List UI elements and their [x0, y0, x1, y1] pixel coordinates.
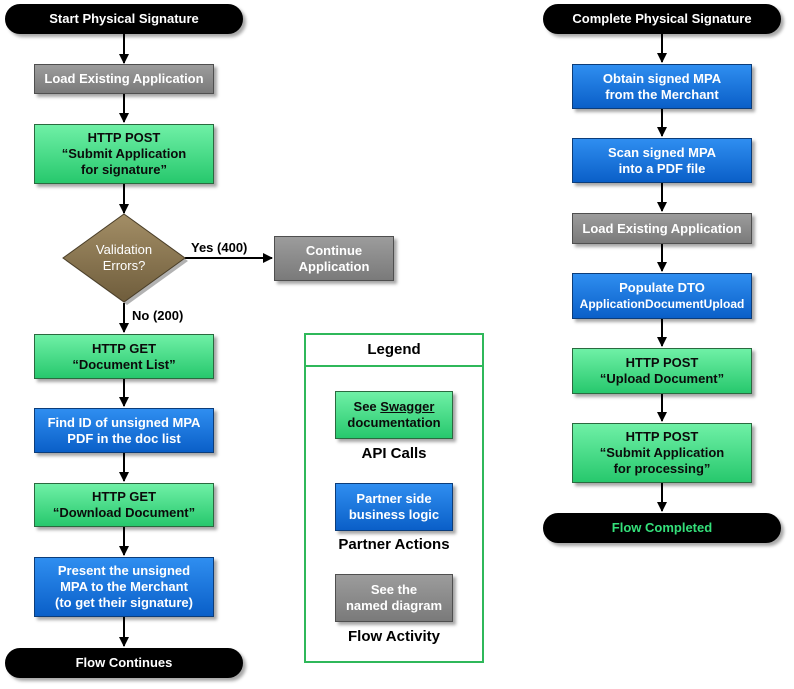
- legend-api-prefix: See: [353, 399, 381, 414]
- box-label-line: Present the unsigned: [57, 563, 191, 578]
- box-label-line: HTTP POST: [625, 355, 699, 370]
- legend-api-box[interactable]: See Swagger documentation: [335, 391, 453, 439]
- box-label-line: Application: [298, 258, 370, 274]
- box-label-line: MPA to the Merchant: [60, 579, 188, 594]
- box-label-line: (to get their signature): [55, 595, 193, 610]
- box-label-line: “Submit Application: [61, 146, 187, 161]
- box-label-line: “Upload Document”: [599, 371, 725, 386]
- http-post-upload-document-box[interactable]: HTTP POST “Upload Document”: [572, 348, 752, 394]
- http-get-download-document-box[interactable]: HTTP GET “Download Document”: [34, 483, 214, 527]
- legend-flow-caption: Flow Activity: [348, 628, 440, 645]
- box-label-line: Find ID of unsigned MPA: [47, 414, 201, 430]
- terminal-label: Flow Completed: [611, 520, 713, 535]
- box-label-line: “Document List”: [72, 356, 176, 372]
- http-get-document-list-box[interactable]: HTTP GET “Document List”: [34, 334, 214, 379]
- box-label-line: PDF in the doc list: [67, 430, 181, 446]
- box-label-line: named diagram: [345, 598, 443, 613]
- box-label-line: See the: [370, 582, 418, 597]
- legend-partner-caption: Partner Actions: [338, 536, 450, 553]
- populate-dto-box[interactable]: Populate DTO ApplicationDocumentUpload: [572, 273, 752, 319]
- swagger-link[interactable]: Swagger: [380, 399, 435, 414]
- terminal-label: Complete Physical Signature: [572, 11, 752, 26]
- box-label-line: Partner side: [356, 491, 432, 506]
- legend-api-line2: documentation: [347, 415, 441, 430]
- legend-divider: [306, 365, 482, 367]
- decision-label: Validation Errors?: [74, 240, 174, 276]
- legend-title: Legend: [367, 341, 421, 358]
- yes-branch-label: Yes (400): [191, 240, 248, 255]
- box-label-line: “Download Document”: [52, 505, 196, 520]
- decision-diamond-shape: [62, 213, 186, 303]
- http-post-submit-processing-box[interactable]: HTTP POST “Submit Application for proces…: [572, 423, 752, 483]
- terminal-label: Start Physical Signature: [49, 11, 199, 26]
- flow-completed-terminal: Flow Completed: [543, 513, 781, 543]
- terminal-label: Flow Continues: [75, 655, 173, 670]
- decision-line: Errors?: [102, 258, 146, 273]
- box-label-line: ApplicationDocumentUpload: [579, 297, 745, 311]
- legend-api-caption: API Calls: [361, 445, 427, 462]
- present-unsigned-mpa-box[interactable]: Present the unsigned MPA to the Merchant…: [34, 557, 214, 617]
- no-branch-label: No (200): [132, 308, 184, 323]
- box-label-line: “Submit Application: [599, 445, 725, 460]
- legend-panel: Legend See Swagger documentation API Cal…: [304, 333, 484, 663]
- box-label-line: HTTP GET: [91, 489, 157, 504]
- complete-physical-signature-terminal: Complete Physical Signature: [543, 4, 781, 34]
- scan-signed-mpa-box[interactable]: Scan signed MPA into a PDF file: [572, 138, 752, 183]
- box-label-line: business logic: [348, 507, 440, 522]
- legend-flow-box: See the named diagram: [335, 574, 453, 622]
- box-label-line: from the Merchant: [605, 86, 719, 102]
- http-post-submit-signature-box[interactable]: HTTP POST “Submit Application for signat…: [34, 124, 214, 184]
- flow-continues-terminal: Flow Continues: [5, 648, 243, 678]
- legend-api-line1: See Swagger: [354, 399, 435, 415]
- obtain-signed-mpa-box[interactable]: Obtain signed MPA from the Merchant: [572, 64, 752, 109]
- find-unsigned-mpa-box[interactable]: Find ID of unsigned MPA PDF in the doc l…: [34, 408, 214, 453]
- decision-line: Validation: [95, 242, 153, 257]
- box-label-line: Scan signed MPA: [607, 144, 717, 160]
- load-existing-application-box[interactable]: Load Existing Application: [34, 64, 214, 94]
- box-label: Load Existing Application: [582, 220, 742, 236]
- start-physical-signature-terminal: Start Physical Signature: [5, 4, 243, 34]
- box-label-line: into a PDF file: [618, 160, 706, 176]
- box-label-line: Obtain signed MPA: [602, 70, 722, 86]
- right-load-existing-application-box[interactable]: Load Existing Application: [572, 213, 752, 244]
- box-label-line: HTTP POST: [625, 429, 699, 444]
- box-label-line: Continue: [305, 242, 363, 258]
- box-label-line: for signature”: [81, 162, 167, 177]
- box-label-line: HTTP POST: [87, 130, 161, 145]
- continue-application-box[interactable]: Continue Application: [274, 236, 394, 281]
- legend-partner-box: Partner side business logic: [335, 483, 453, 531]
- box-label-line: Populate DTO: [619, 280, 705, 295]
- box-label-line: for processing”: [613, 461, 711, 476]
- box-label-line: HTTP GET: [91, 340, 157, 356]
- box-label: Load Existing Application: [44, 71, 204, 86]
